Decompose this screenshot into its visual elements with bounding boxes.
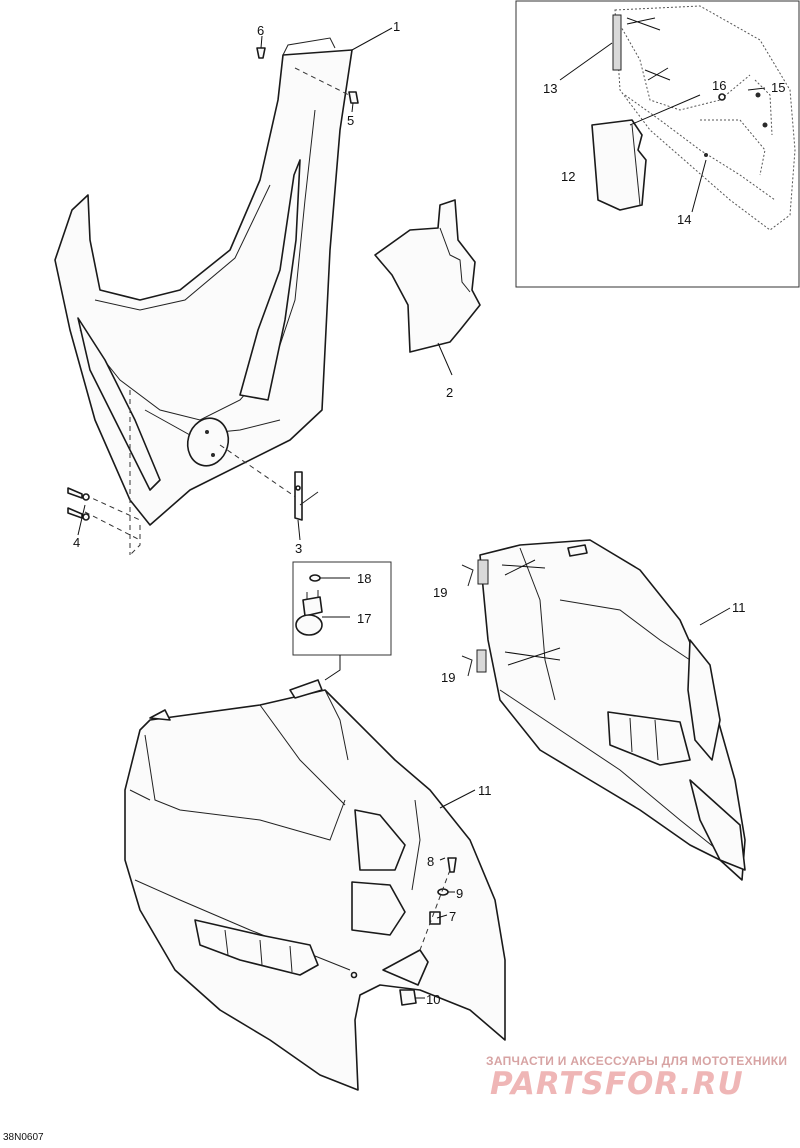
- callout-13: 13: [543, 81, 557, 96]
- callout-17: 17: [357, 611, 371, 626]
- callout-6: 6: [257, 23, 264, 38]
- inset-detail-box: [515, 0, 800, 288]
- callout-11-left: 11: [478, 783, 492, 798]
- side-panel-part-11-left: [124, 679, 506, 1091]
- callout-8: 8: [427, 854, 434, 869]
- callout-7: 7: [449, 909, 456, 924]
- nut-part-7: [429, 911, 441, 925]
- screw-part-6: [256, 47, 266, 59]
- callout-14: 14: [677, 212, 691, 227]
- callout-19-top: 19: [433, 585, 447, 600]
- callout-9: 9: [456, 886, 463, 901]
- bracket-part-3: [294, 471, 319, 521]
- callout-19-bottom: 19: [441, 670, 455, 685]
- callout-1: 1: [393, 19, 400, 34]
- hood-panel-part-1: [54, 37, 356, 556]
- callout-11-right: 11: [732, 600, 746, 615]
- rivet-part-4: [67, 487, 90, 521]
- watermark-tagline: ЗАПЧАСТИ И АКСЕССУАРЫ ДЛЯ МОТОТЕХНИКИ: [486, 1054, 788, 1068]
- clip-part-5: [348, 91, 359, 104]
- leader-lines: [77, 27, 731, 999]
- nut-part-10: [399, 989, 417, 1006]
- foam-pad-part-2: [374, 199, 481, 353]
- callout-5: 5: [347, 113, 354, 128]
- fastener-detail-box: [292, 561, 392, 681]
- callout-2: 2: [446, 385, 453, 400]
- screw-part-8: [447, 857, 457, 873]
- callout-4: 4: [73, 535, 80, 550]
- side-panel-part-11-right: [461, 539, 746, 881]
- callout-labels: 1 2 3 4 5 6 7 8 9 10 11 11 12 13 14 15 1…: [73, 19, 785, 1007]
- callout-18: 18: [357, 571, 371, 586]
- diagram-code: 38N0607: [3, 1132, 44, 1143]
- callout-10: 10: [426, 992, 440, 1007]
- callout-12: 12: [561, 169, 575, 184]
- callout-3: 3: [295, 541, 302, 556]
- callout-16: 16: [712, 78, 726, 93]
- callout-15: 15: [771, 80, 785, 95]
- watermark-logo: PARTSFOR.RU: [490, 1066, 744, 1102]
